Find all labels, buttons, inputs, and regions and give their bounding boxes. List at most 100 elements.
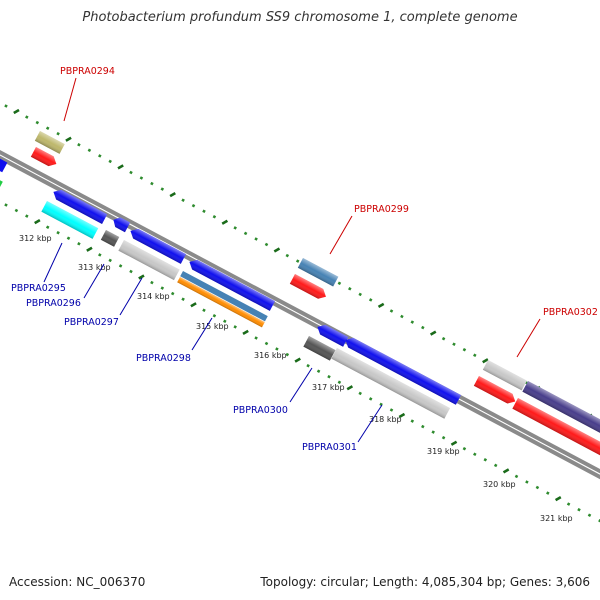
tick-minor [87, 148, 92, 153]
tick-minor [150, 181, 154, 186]
tick-minor [587, 513, 592, 517]
tick-label: 314 kbp [137, 292, 170, 301]
tick-minor [400, 314, 404, 319]
gene-red-top-2[interactable] [289, 274, 329, 302]
gene-PBPRA0296[interactable] [100, 230, 120, 247]
tick-major [65, 136, 72, 142]
gene-PBPRA0294[interactable] [34, 131, 65, 154]
tick-label: 321 kbp [540, 514, 573, 523]
tick-label: 312 kbp [19, 234, 52, 243]
tick-minor [4, 104, 8, 108]
gene-red-top-3[interactable] [473, 376, 518, 406]
tick-minor [181, 198, 185, 202]
tick-major [346, 385, 354, 391]
tick-minor [452, 342, 456, 346]
gene-label-PBPRA0295: PBPRA0295 [11, 283, 66, 294]
tick-minor [108, 258, 112, 263]
tick-major [377, 302, 385, 309]
tick-minor [129, 269, 133, 274]
gene-blue-3[interactable] [187, 257, 275, 311]
tick-minor [160, 187, 165, 191]
tick-label: 316 kbp [254, 351, 287, 360]
tick-minor [577, 507, 581, 512]
gene-label-PBPRA0298: PBPRA0298 [136, 353, 191, 364]
gene-PBPRA0295[interactable] [41, 201, 99, 239]
tick-minor [160, 286, 165, 290]
tick-minor [348, 287, 352, 291]
tick-minor [368, 298, 373, 302]
accession-text: Accession: NC_006370 [9, 575, 146, 589]
tick-major [190, 302, 197, 308]
tick-minor [202, 308, 206, 313]
map-title: Photobacterium profundum SS9 chromosome … [82, 10, 518, 25]
gene-PBPRA0300[interactable] [303, 336, 336, 361]
gene-label-PBPRA0297: PBPRA0297 [64, 317, 119, 328]
tick-major [398, 412, 406, 419]
tick-major [117, 164, 124, 170]
tick-minor [98, 253, 102, 257]
leader-lines [43, 77, 541, 443]
tick-major [554, 495, 562, 502]
gene-purple[interactable] [522, 381, 600, 434]
gene-red-long[interactable] [512, 398, 600, 456]
leader-top [516, 318, 541, 358]
tick-minor [170, 291, 175, 296]
tick-minor [535, 485, 540, 490]
tick-label: 317 kbp [312, 383, 345, 392]
tick-minor [212, 314, 217, 318]
tick-minor [327, 374, 331, 379]
gene-label-PBPRA0301: PBPRA0301 [302, 442, 357, 453]
tick-minor [223, 319, 227, 324]
tick-minor [118, 264, 123, 268]
tick-minor [483, 458, 488, 462]
gene-blue-1[interactable] [51, 187, 108, 224]
tick-labels: 312 kbp 313 kbp 314 kbp 315 kbp 316 kbp … [19, 234, 573, 523]
leader-bottom [289, 367, 313, 403]
tick-minor [181, 297, 185, 301]
tick-minor [264, 242, 269, 247]
tick-minor [254, 237, 258, 241]
tick-minor [295, 259, 300, 263]
gene-blue-2[interactable] [128, 226, 186, 264]
leader-bottom [357, 404, 383, 443]
leader-bottom [83, 263, 105, 299]
tick-minor [254, 336, 258, 340]
tick-major [34, 218, 41, 225]
tick-minor [98, 154, 102, 158]
tick-minor [77, 242, 81, 246]
gene-PBPRA0297[interactable] [118, 240, 180, 281]
tick-minor [337, 281, 342, 286]
tick-minor [139, 176, 144, 180]
gene-blue-top-edge[interactable] [0, 156, 8, 173]
tick-minor [566, 502, 571, 506]
gene-red-top-1[interactable] [30, 147, 59, 169]
tick-minor [45, 126, 50, 130]
tick-minor [473, 353, 477, 358]
gene-steelblue-bottom[interactable] [180, 271, 268, 322]
gene-label-PBPRA0296: PBPRA0296 [26, 298, 81, 309]
tick-major [242, 329, 249, 336]
gene-PBPRA0299[interactable] [297, 258, 339, 287]
tick-minor [77, 143, 81, 147]
tick-minor [25, 214, 29, 218]
gene-green-edge[interactable] [0, 177, 3, 190]
gene-PBPRA0301[interactable] [331, 348, 451, 419]
tick-major [86, 246, 93, 252]
gene-label-PBPRA0300: PBPRA0300 [233, 405, 288, 416]
tick-minor [358, 391, 362, 396]
tick-minor [421, 325, 425, 330]
tick-minor [191, 203, 196, 208]
gene-blue-4[interactable] [315, 322, 349, 347]
leader-bottom [43, 242, 63, 283]
gene-blue-5[interactable] [343, 335, 462, 405]
tick-minor [493, 463, 498, 468]
tick-minor [389, 408, 394, 412]
tick-minor [462, 347, 467, 352]
tick-minor [45, 225, 50, 229]
gene-PBPRA0298[interactable] [177, 277, 265, 328]
gene-blue-small[interactable] [111, 215, 131, 233]
tick-minor [129, 170, 133, 175]
gene-PBPRA0302[interactable] [482, 360, 527, 391]
tick-major [13, 108, 20, 115]
tick-minor [275, 347, 279, 351]
